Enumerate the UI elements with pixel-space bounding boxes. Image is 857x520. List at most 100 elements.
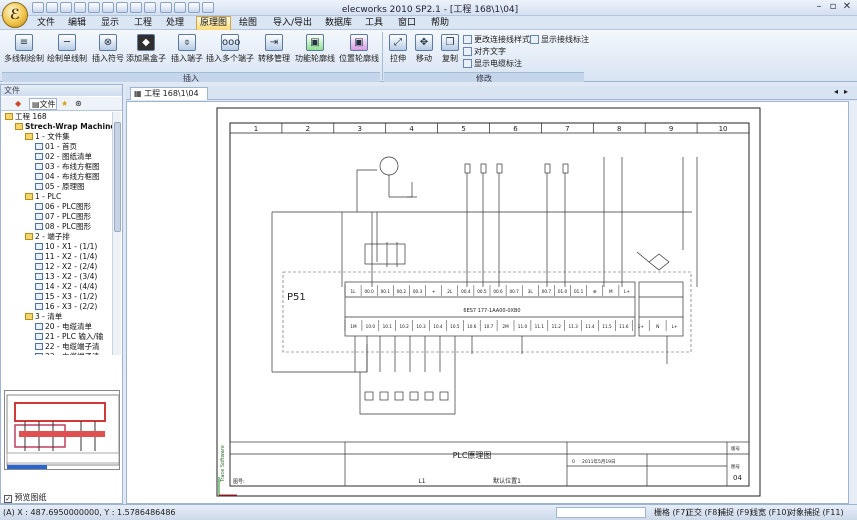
- singleline-draw-button[interactable]: ─绘制单线制: [46, 32, 88, 70]
- zoom-out-icon[interactable]: [174, 2, 186, 13]
- menu-process[interactable]: 处理: [166, 18, 185, 28]
- tree-item[interactable]: 20 - 电缆清单: [35, 322, 92, 332]
- tree-item[interactable]: 03 - 布线方框图: [35, 162, 100, 172]
- menu-tools[interactable]: 工具: [365, 18, 384, 28]
- command-input[interactable]: [556, 507, 646, 518]
- transfer-manage-button[interactable]: ⇥转移管理: [258, 32, 290, 70]
- tree-item[interactable]: 07 - PLC图形: [35, 212, 91, 222]
- restore-button[interactable]: ▫: [829, 1, 837, 12]
- page-icon: [35, 243, 43, 250]
- tree-item[interactable]: 05 - 原理图: [35, 182, 85, 192]
- tree-item[interactable]: 16 - X3 - (2/2): [35, 302, 97, 312]
- preview-checkbox[interactable]: ✓ 预览图纸: [4, 493, 47, 503]
- undo-icon[interactable]: [74, 2, 86, 13]
- location-outline-button[interactable]: ▣位置轮廓线: [338, 32, 380, 70]
- ortho-toggle[interactable]: 正交 (F8): [686, 508, 721, 517]
- menu-schematic[interactable]: 原理图: [196, 16, 232, 30]
- multiline-draw-button[interactable]: ≡多线制绘制: [4, 32, 44, 70]
- tree-item[interactable]: 01 - 首页: [35, 142, 77, 152]
- zoom-in-icon[interactable]: [160, 2, 172, 13]
- cut-icon[interactable]: [102, 2, 114, 13]
- folder-icon: [25, 133, 33, 140]
- print-icon[interactable]: [144, 2, 156, 13]
- tree-item[interactable]: 3 - 清单: [25, 312, 62, 322]
- app-menu-button[interactable]: ℰ: [2, 2, 28, 28]
- change-wire-style-button[interactable]: 更改连接线样式: [463, 34, 530, 45]
- tree-item[interactable]: 1 - 文件集: [25, 132, 70, 142]
- plc-terminal-label: +: [432, 289, 436, 294]
- new-icon[interactable]: [32, 2, 44, 13]
- menu-project[interactable]: 工程: [134, 18, 153, 28]
- change-group-label: 修改: [384, 72, 584, 83]
- tree-item[interactable]: 15 - X3 - (1/2): [35, 292, 97, 302]
- vendor-text: Trace Software: [220, 445, 226, 483]
- grid-toggle[interactable]: 栅格 (F7): [654, 508, 689, 517]
- tree-item[interactable]: 2 - 端子排: [25, 232, 70, 242]
- tree-item[interactable]: 22 - 电缆端子清: [35, 342, 100, 352]
- stretch-button[interactable]: ⤢拉伸: [386, 32, 410, 70]
- drawing-preview[interactable]: [4, 390, 120, 470]
- tree-item[interactable]: Strech-Wrap Machine: [15, 122, 112, 132]
- insert-terminal-button[interactable]: ⌽插入端子: [170, 32, 204, 70]
- tree-item[interactable]: 12 - X2 - (2/4): [35, 262, 97, 272]
- save-icon[interactable]: [60, 2, 72, 13]
- tree-item[interactable]: 工程 168: [5, 112, 47, 122]
- snap-toggle[interactable]: 捕捉 (F9): [718, 508, 753, 517]
- add-blackbox-button[interactable]: ◆添加黑盒子: [126, 32, 166, 70]
- copy-button[interactable]: ❐复制: [438, 32, 462, 70]
- menu-import-export[interactable]: 导入/导出: [273, 18, 313, 28]
- show-wire-label-button[interactable]: 显示接线标注: [530, 34, 589, 45]
- tree-item[interactable]: 14 - X2 - (4/4): [35, 282, 97, 292]
- tree-item[interactable]: 11 - X2 - (1/4): [35, 252, 97, 262]
- zoom-window-icon[interactable]: [188, 2, 200, 13]
- tab-file[interactable]: ▤文件: [29, 98, 57, 110]
- object-snap-toggle[interactable]: 对象捕捉 (F11): [788, 508, 844, 517]
- close-button[interactable]: ✕: [842, 1, 852, 12]
- tree-item[interactable]: 02 - 图纸清单: [35, 152, 92, 162]
- folder-icon: [25, 233, 33, 240]
- tree-item-label: Strech-Wrap Machine: [25, 122, 112, 131]
- tree-item[interactable]: 23 - 电缆端子清: [35, 352, 100, 355]
- tree-scrollbar[interactable]: [112, 112, 121, 355]
- redo-icon[interactable]: [88, 2, 100, 13]
- tree-item[interactable]: 13 - X2 - (3/4): [35, 272, 97, 282]
- tab-sheet-04[interactable]: ▦ 工程 168\1\04 ✕: [130, 87, 208, 110]
- tab-scroll-left-icon[interactable]: ◂: [834, 87, 839, 96]
- plc-terminal-label: 11.3: [568, 324, 578, 329]
- function-outline-button[interactable]: ▣功能轮廓线: [294, 32, 336, 70]
- favorites-tab-icon[interactable]: ★: [61, 99, 69, 108]
- menu-view[interactable]: 显示: [101, 18, 120, 28]
- move-button[interactable]: ✥移动: [412, 32, 436, 70]
- tree-item-label: 21 - PLC 输入/输: [45, 332, 104, 341]
- menu-window[interactable]: 窗口: [398, 18, 417, 28]
- tab-scroll-right-icon[interactable]: ▸: [844, 87, 849, 96]
- tree-item[interactable]: 08 - PLC图形: [35, 222, 91, 232]
- open-icon[interactable]: [46, 2, 58, 13]
- paste-icon[interactable]: [130, 2, 142, 13]
- tree-item[interactable]: 21 - PLC 输入/输: [35, 332, 103, 342]
- tree-item[interactable]: 1 - PLC: [25, 192, 61, 202]
- align-text-button[interactable]: 对齐文字: [463, 46, 506, 57]
- tree-item-label: 3 - 清单: [35, 312, 63, 321]
- help-icon[interactable]: [202, 2, 214, 13]
- tree-item[interactable]: 06 - PLC图形: [35, 202, 91, 212]
- menu-file[interactable]: 文件: [37, 18, 56, 28]
- menu-edit[interactable]: 编辑: [68, 18, 87, 28]
- symbols-tab-icon[interactable]: ⊛: [75, 99, 82, 108]
- show-cable-label-button[interactable]: 显示电缆标注: [463, 58, 522, 69]
- menu-help[interactable]: 帮助: [431, 18, 450, 28]
- tree-item[interactable]: 10 - X1 - (1/1): [35, 242, 97, 252]
- page-icon: [35, 173, 43, 180]
- copy-icon[interactable]: [116, 2, 128, 13]
- tree-scroll-thumb[interactable]: [114, 122, 121, 232]
- minimize-button[interactable]: –: [816, 1, 822, 12]
- components-tab-icon[interactable]: ◆: [15, 99, 22, 108]
- tree-item[interactable]: 04 - 布线方框图: [35, 172, 100, 182]
- menu-draw[interactable]: 绘图: [239, 18, 258, 28]
- insert-symbol-button[interactable]: ⊗插入符号: [92, 32, 124, 70]
- canvas-scrollbar[interactable]: [849, 101, 857, 504]
- linewidth-toggle[interactable]: 线宽 (F10): [750, 508, 790, 517]
- menu-database[interactable]: 数据库: [325, 18, 353, 28]
